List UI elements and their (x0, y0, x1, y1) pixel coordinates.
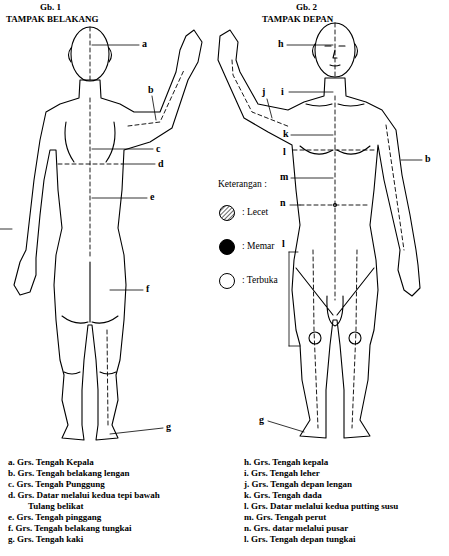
face-features (325, 46, 345, 66)
leg-midline (352, 250, 357, 428)
callout-letter: m (280, 171, 288, 183)
callout-letter: b (148, 84, 154, 96)
midline-torso (335, 96, 336, 300)
key-entry: n. Grs. datar melalui pusar (244, 523, 424, 534)
key-entry: i. Grs. Tengah leher (244, 468, 424, 479)
legend-text: : Lecet (242, 206, 268, 218)
key-entry: d. Grs. Datar melalui kedua tepi bawah T… (8, 490, 168, 512)
leader-line (291, 135, 333, 136)
leader-line (267, 99, 272, 118)
body-outline (14, 30, 202, 440)
arm-midline (386, 125, 404, 250)
key-column: h. Grs. Tengah kepalai. Grs. Tengah lehe… (244, 457, 424, 545)
legend-swatch (220, 240, 235, 255)
legend-swatch (220, 206, 235, 221)
key-column: a. Grs. Tengah Kepalab. Grs. Tengah bela… (8, 457, 168, 545)
key-entry: m. Grs. Tengah perut (244, 512, 424, 523)
key-entry: f. Grs. Tengah belakang tungkai (8, 523, 168, 534)
callout-letter: f (146, 283, 149, 295)
midline-spine (90, 98, 91, 258)
callout-letter: d (158, 158, 164, 170)
legend-text: : Terbuka (242, 274, 278, 286)
key-entry: e. Grs. Tengah pinggang (8, 512, 168, 523)
callout-letter: g (259, 414, 264, 426)
leader-line (289, 92, 333, 93)
groin-line (296, 268, 374, 326)
legend-swatch (218, 272, 236, 290)
body-outline (218, 30, 420, 438)
arm-midline (232, 60, 290, 127)
midline-head (335, 23, 336, 77)
callout-letter: j (262, 86, 265, 98)
callout-letter: n (280, 197, 286, 209)
key-entry: c. Grs. Tengah Punggung (8, 479, 168, 490)
legend-swatch (220, 274, 235, 289)
leader-line (152, 96, 156, 120)
leader-line (110, 290, 143, 291)
leader-line (291, 178, 333, 179)
figure-title: Gb. 1 (40, 1, 61, 13)
bracket-line (289, 252, 300, 346)
leg-midline (107, 330, 108, 425)
head-outline (71, 27, 109, 81)
leader-line (92, 198, 147, 199)
scapula-level-line (58, 164, 122, 165)
callout-letter: c (156, 143, 160, 155)
callout-letter: e (150, 191, 154, 203)
midline-head (90, 27, 91, 80)
kneecap (349, 332, 361, 344)
callout-letter: i (281, 86, 284, 98)
callout-letter: h (278, 38, 284, 50)
legend-heading: Keterangan : (218, 178, 267, 190)
kneecap (309, 332, 321, 344)
key-entry: a. Grs. Tengah Kepala (8, 457, 168, 468)
leader-line (290, 205, 300, 206)
figure-title: Gb. 2 (296, 1, 317, 13)
callout-letter: k (283, 128, 289, 140)
legend-text: : Memar (242, 240, 274, 252)
leg-midline (313, 250, 318, 428)
leader-line (0, 229, 12, 230)
legend-swatch (218, 238, 236, 256)
key-entry: b. Grs. Tengah belakang lengan (8, 468, 168, 479)
figure-title: TAMPAK DEPAN (262, 13, 333, 25)
key-entry: j. Grs. Tengah depan lengan (244, 479, 424, 490)
figure-title: TAMPAK BELAKANG (6, 13, 98, 25)
key-entry: h. Grs. Tengah kepala (244, 457, 424, 468)
callout-letter: l (282, 238, 285, 250)
callout-letter: g (166, 421, 171, 433)
leader-line (92, 45, 139, 46)
callout-letter: a (142, 38, 147, 50)
callout-letter: b (425, 153, 431, 165)
key-entry: k. Grs. Tengah dada (244, 490, 424, 501)
head-outline (315, 23, 355, 77)
leader-line (268, 421, 304, 432)
key-entry: l. Grs. Tengah depan tungkai (244, 534, 424, 545)
buttock-line (62, 262, 118, 323)
leader-line (287, 45, 333, 46)
callout-letter: l (283, 146, 286, 158)
leader-line (401, 160, 422, 161)
key-entry: g. Grs. Tengah kaki (8, 534, 168, 545)
leader-line (92, 149, 153, 150)
key-entry: l. Grs. Datar melalui kedua putting susu (244, 501, 424, 512)
arm-midline (128, 70, 184, 126)
leader-line (122, 164, 155, 165)
navel-level-line (300, 205, 370, 206)
nipple-level-line (293, 150, 374, 151)
knee-crease (64, 372, 116, 374)
leader-line (110, 428, 163, 434)
legend-swatch (218, 204, 236, 222)
